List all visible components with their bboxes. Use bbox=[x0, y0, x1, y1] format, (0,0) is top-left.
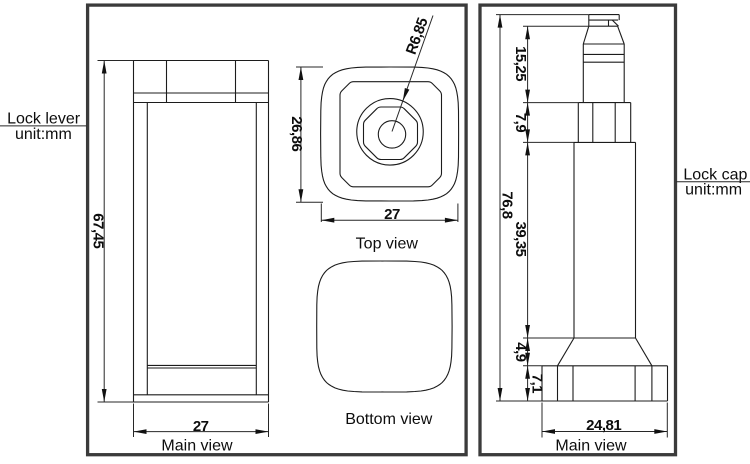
svg-text:67,45: 67,45 bbox=[89, 213, 106, 248]
svg-text:unit:mm: unit:mm bbox=[15, 126, 72, 143]
svg-text:4,9: 4,9 bbox=[512, 342, 529, 362]
svg-text:Top view: Top view bbox=[356, 236, 419, 253]
svg-text:Bottom view: Bottom view bbox=[345, 411, 433, 428]
svg-text:24,81: 24,81 bbox=[586, 417, 621, 434]
svg-text:15,25: 15,25 bbox=[512, 46, 529, 81]
svg-text:7,1: 7,1 bbox=[528, 374, 545, 394]
svg-text:27: 27 bbox=[193, 418, 209, 435]
svg-text:27: 27 bbox=[384, 206, 400, 223]
svg-text:39,35: 39,35 bbox=[512, 221, 529, 256]
svg-text:Lock lever: Lock lever bbox=[7, 111, 81, 128]
svg-text:7,9: 7,9 bbox=[512, 113, 529, 133]
svg-text:unit:mm: unit:mm bbox=[685, 182, 742, 199]
svg-text:76,8: 76,8 bbox=[498, 191, 515, 218]
svg-text:26,86: 26,86 bbox=[288, 116, 305, 151]
svg-text:Main view: Main view bbox=[161, 438, 233, 455]
svg-text:Main view: Main view bbox=[555, 438, 627, 455]
svg-text:Lock cap: Lock cap bbox=[683, 166, 747, 183]
